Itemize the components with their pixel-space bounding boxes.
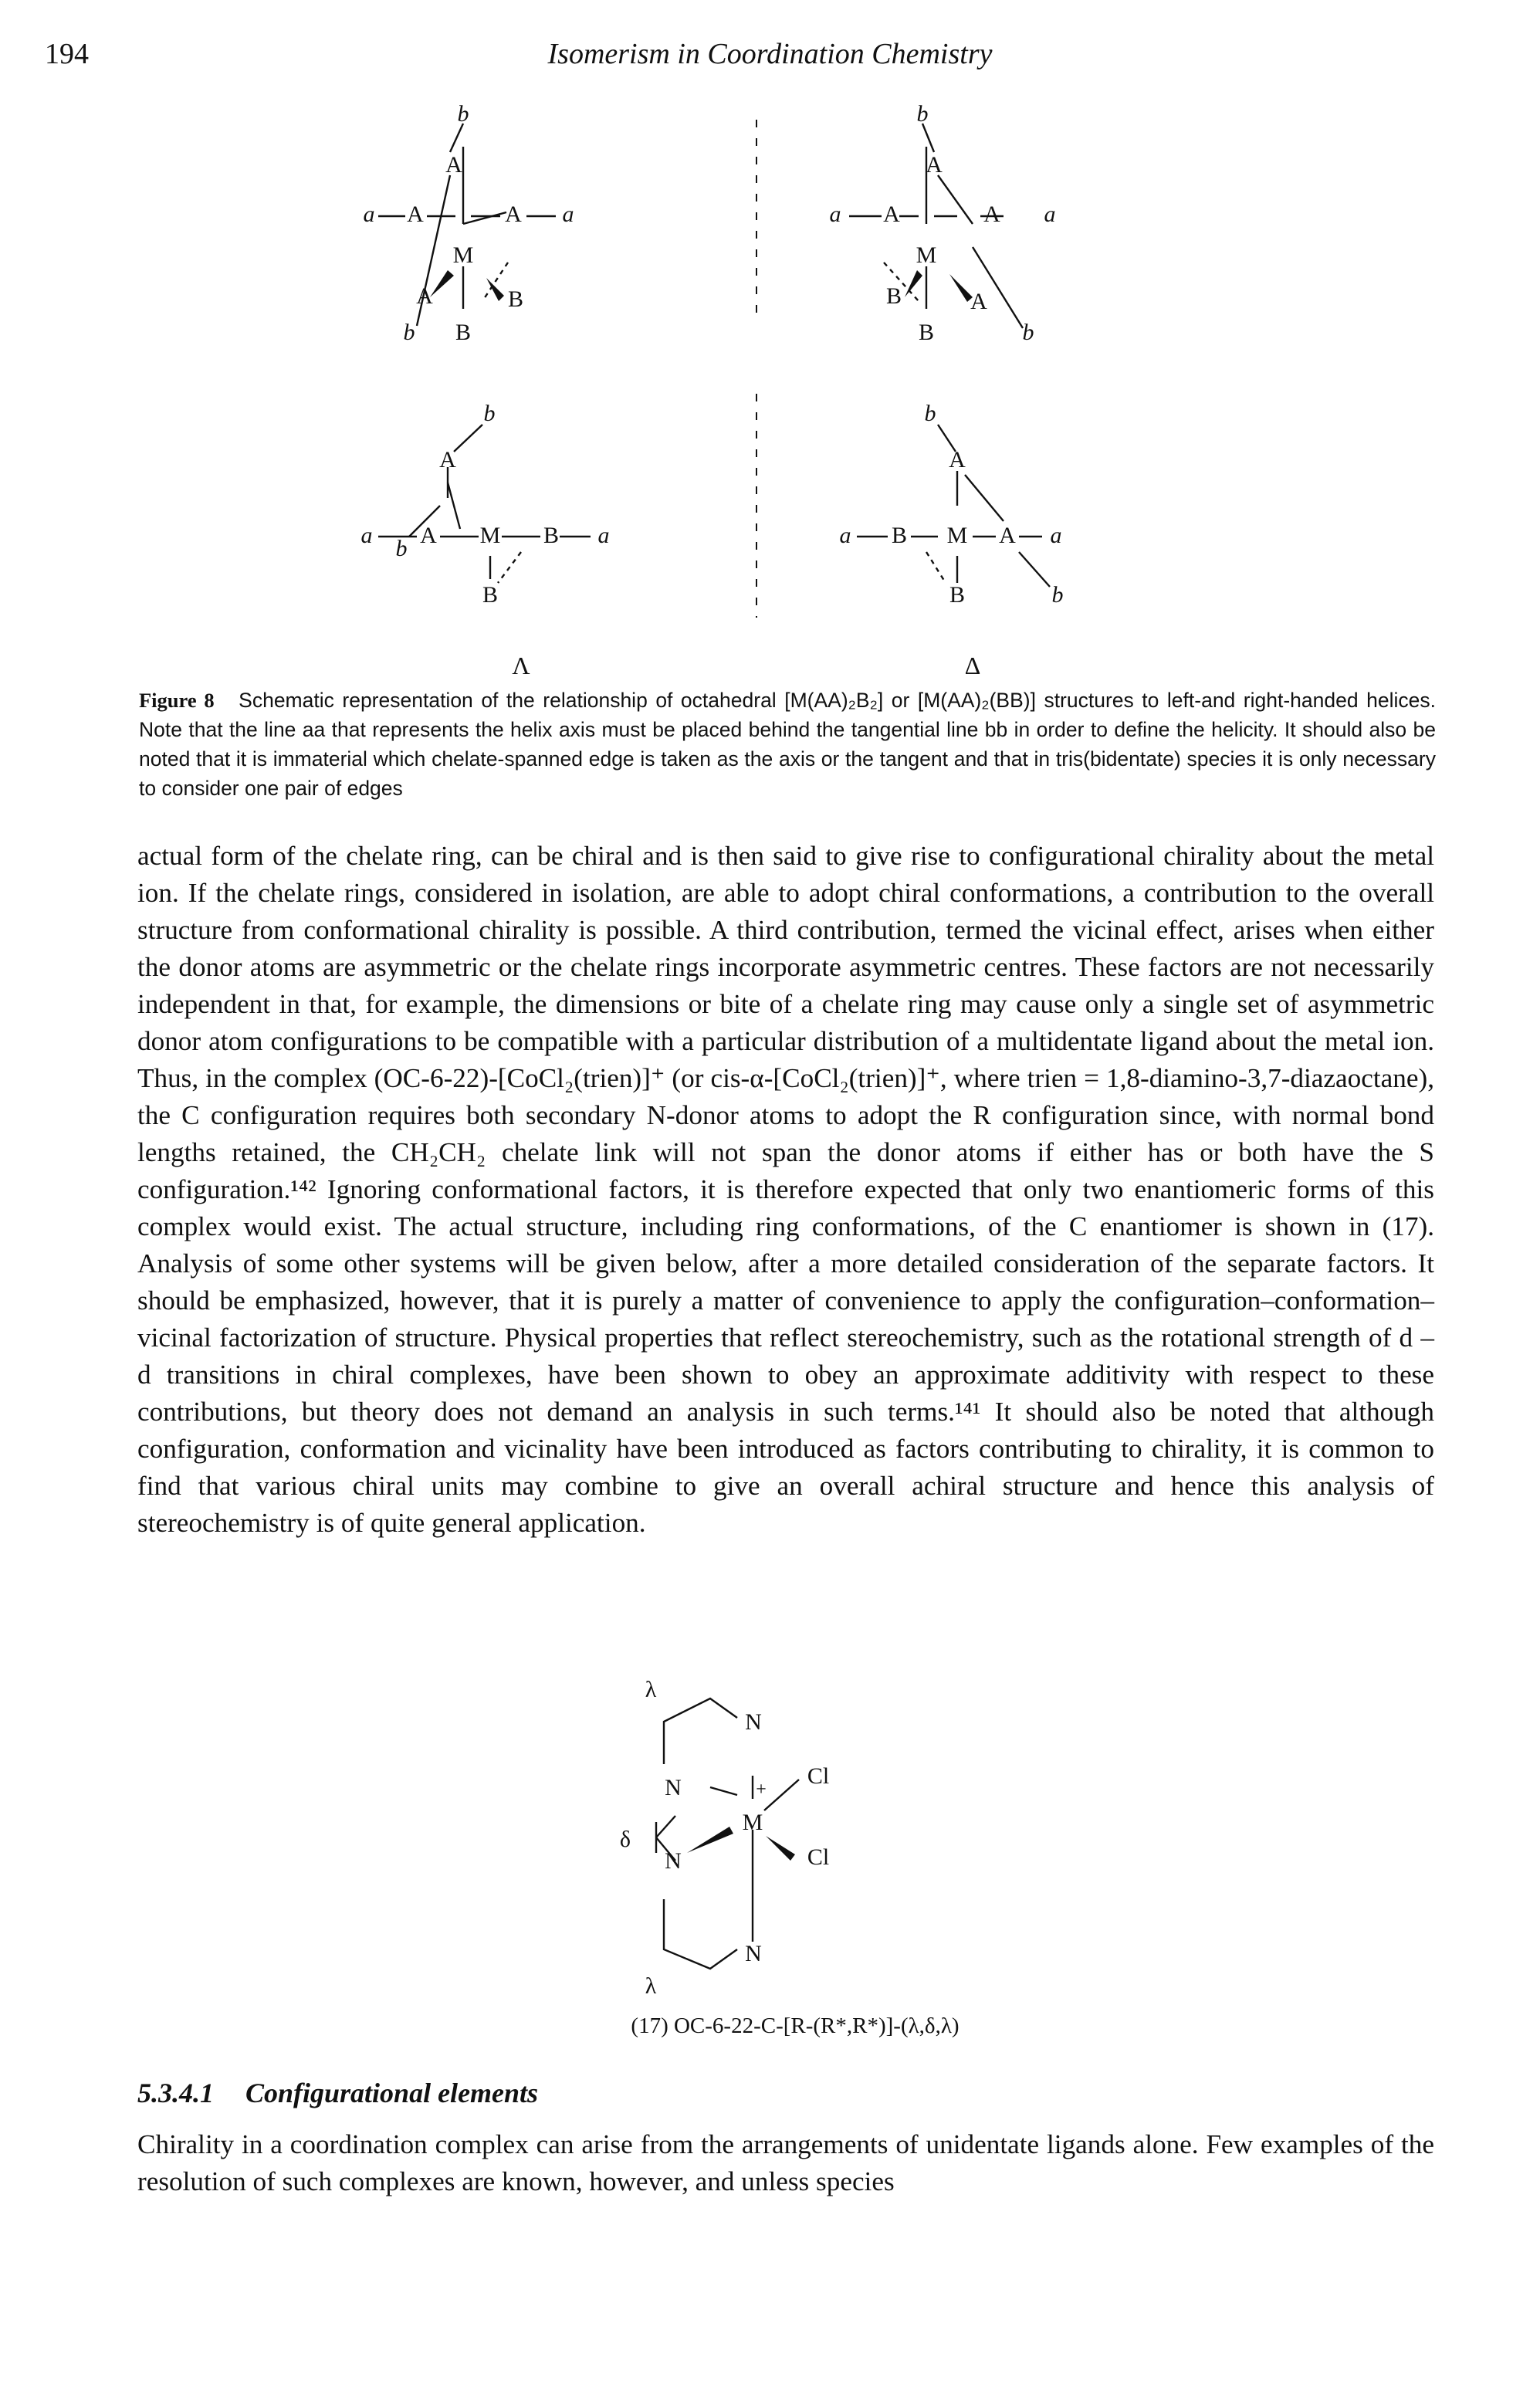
page-number: 194	[45, 38, 89, 70]
svg-text:M: M	[453, 242, 474, 268]
svg-text:a: a	[840, 523, 851, 548]
svg-text:B: B	[508, 286, 523, 312]
svg-text:M: M	[916, 242, 937, 268]
body-paragraph-1: actual form of the chelate ring, can be …	[137, 841, 1434, 1538]
svg-text:N: N	[665, 1775, 682, 1800]
svg-text:A: A	[416, 283, 433, 309]
svg-text:A: A	[505, 202, 522, 227]
svg-text:A: A	[926, 152, 943, 178]
svg-text:a: a	[364, 202, 375, 227]
svg-text:Cl: Cl	[807, 1844, 829, 1870]
delta-ring: δ	[620, 1827, 631, 1852]
svg-text:a: a	[563, 202, 574, 227]
svg-text:A: A	[439, 447, 456, 472]
structure-17-wedges	[687, 1827, 795, 1861]
svg-text:B: B	[949, 582, 965, 608]
svg-text:N: N	[745, 1709, 762, 1735]
svg-text:b: b	[917, 104, 929, 127]
figure-8-caption: Figure 8 Schematic representation of the…	[139, 686, 1436, 803]
svg-text:B: B	[455, 320, 471, 345]
svg-text:a: a	[830, 202, 841, 227]
figure-8-atoms: b A a A A a M A B B b b A a A M B a b B …	[361, 101, 1064, 608]
svg-text:B: B	[892, 523, 907, 548]
svg-text:A: A	[407, 202, 424, 227]
delta-label: Δ	[965, 652, 981, 679]
svg-text:b: b	[484, 401, 496, 426]
svg-text:b: b	[404, 320, 415, 345]
lambda-bottom: λ	[645, 1973, 657, 1999]
svg-text:b: b	[396, 536, 408, 561]
svg-text:a: a	[1051, 523, 1062, 548]
caption-text: Schematic representation of the relation…	[139, 689, 1436, 800]
lambda-label: Λ	[512, 652, 530, 679]
svg-text:b: b	[925, 401, 936, 426]
figure-8-bonds	[378, 120, 1051, 618]
svg-text:b: b	[458, 104, 469, 127]
body-paragraph-2: Chirality in a coordination complex can …	[137, 2129, 1434, 2196]
svg-text:B: B	[482, 582, 498, 608]
svg-text:M: M	[947, 523, 968, 548]
section-heading: 5.3.4.1 Configurational elements	[137, 2077, 538, 2109]
svg-text:M: M	[480, 523, 501, 548]
svg-text:b: b	[1023, 320, 1034, 345]
svg-text:A: A	[970, 289, 987, 314]
svg-text:b: b	[1052, 582, 1064, 608]
section-number: 5.3.4.1	[137, 2078, 214, 2108]
svg-text:B: B	[886, 283, 902, 309]
svg-text:B: B	[919, 320, 934, 345]
lambda-top: λ	[645, 1677, 657, 1702]
svg-text:a: a	[361, 523, 373, 548]
structure-17-label: (17) OC-6-22-C-[R-(R*,R*)]-(λ,δ,λ)	[631, 2013, 960, 2038]
svg-text:N: N	[745, 1941, 762, 1966]
svg-text:a: a	[598, 523, 610, 548]
svg-text:A: A	[999, 523, 1016, 548]
section-title: Configurational elements	[245, 2078, 539, 2108]
structure-17-diagram: λ N N + M Cl Cl N N δ λ	[602, 1644, 957, 2023]
svg-text:a: a	[1044, 202, 1056, 227]
figure-8-diagram: b A a A A a M A B B b b A a A M B a b B …	[324, 101, 1212, 722]
svg-text:N: N	[665, 1848, 682, 1874]
svg-text:A: A	[883, 202, 900, 227]
svg-text:A: A	[949, 447, 966, 472]
running-title: Isomerism in Coordination Chemistry	[547, 38, 993, 70]
svg-text:+: +	[756, 1780, 767, 1800]
structure-17-bonds	[655, 1697, 800, 1970]
svg-text:M: M	[743, 1810, 763, 1835]
svg-text:Cl: Cl	[807, 1763, 829, 1789]
svg-text:A: A	[420, 523, 437, 548]
svg-text:A: A	[983, 202, 1000, 227]
caption-label: Figure 8	[139, 689, 215, 712]
svg-text:A: A	[445, 152, 462, 178]
svg-text:B: B	[543, 523, 559, 548]
figure-8-wedges	[430, 270, 973, 302]
